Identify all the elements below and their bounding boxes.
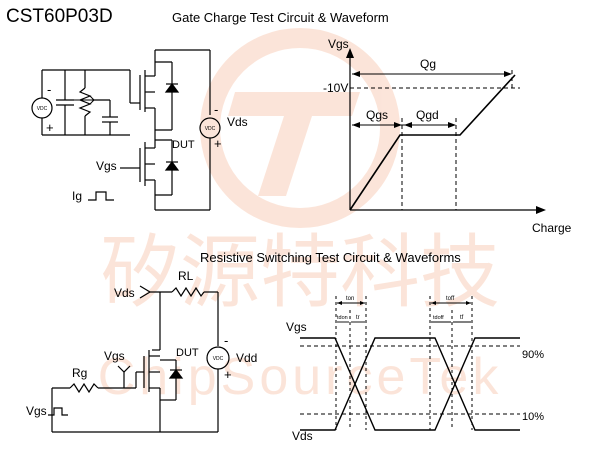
ig-label: Ig — [72, 189, 82, 203]
watermark: 矽源特科技 ChipSourceTek — [98, 28, 503, 406]
vdd-plus: + — [224, 367, 232, 382]
axis-label-charge: Charge — [532, 221, 572, 235]
sw-vgs-label: Vgs — [104, 349, 125, 363]
gate-charge-title: Gate Charge Test Circuit & Waveform — [172, 10, 389, 25]
switching-title: Resistive Switching Test Circuit & Wavef… — [200, 250, 461, 265]
vdc-symbol-left: VDC — [37, 106, 48, 112]
vdc-symbol-right: VDC — [205, 126, 216, 132]
wf-vgs-label: Vgs — [286, 320, 307, 334]
vdc-minus-right: - — [214, 102, 218, 117]
ton-label: ton — [346, 296, 354, 302]
gate-charge-circuit — [31, 49, 221, 211]
vds-waveform — [300, 337, 520, 431]
switching-circuit — [48, 285, 230, 433]
qgs-label: Qgs — [366, 108, 388, 122]
tr-label: tr — [356, 315, 360, 321]
tf-label: tf — [460, 315, 464, 321]
rl-label: RL — [178, 269, 194, 283]
label-90pct: 90% — [522, 349, 544, 361]
switching-waveform — [300, 296, 520, 431]
switching-circuit-labels: Vds RL Vgs DUT Rg Vdd Vgs VDC - + — [26, 269, 257, 418]
sw-dut-label: DUT — [176, 347, 199, 359]
tdoff-label: tdoff — [433, 315, 444, 321]
watermark-en: ChipSourceTek — [98, 348, 503, 406]
wf-vds-label: Vds — [292, 429, 313, 443]
rg-label: Rg — [72, 366, 87, 380]
tdon-label: tdon — [337, 315, 348, 321]
label-10pct: 10% — [522, 411, 544, 423]
sw-vds-label: Vds — [114, 286, 135, 300]
rg-resistor — [69, 382, 99, 394]
vdc-minus-left: - — [47, 82, 51, 97]
vgs-waveform — [300, 337, 520, 431]
level-label-10v: -10V — [323, 81, 348, 95]
axis-label-vgs: Vgs — [328, 37, 349, 51]
vdd-label: Vdd — [236, 351, 257, 365]
part-number: CST60P03D — [6, 6, 113, 27]
qg-label: Qg — [420, 57, 436, 71]
vdc-plus-right: + — [214, 136, 222, 151]
toff-label: toff — [446, 296, 455, 302]
vdd-symbol: VDC — [213, 356, 224, 362]
vgs-label: Vgs — [96, 159, 117, 173]
gate-charge-waveform — [346, 48, 546, 214]
vds-label: Vds — [227, 115, 248, 129]
watermark-logo — [200, 28, 400, 228]
vgs-curve — [349, 74, 516, 211]
rl-resistor — [171, 286, 205, 298]
qgd-label: Qgd — [416, 108, 439, 122]
vdc-plus-left: + — [46, 120, 54, 135]
gate-charge-waveform-labels: Vgs Charge -10V Qg Qgs Qgd — [323, 37, 572, 235]
switching-waveform-labels: Vgs Vds 90% 10% ton toff tdon tr tdoff t… — [286, 296, 544, 443]
gate-charge-circuit-labels: VDC - + VDC - + Vds DUT Vgs Ig — [37, 82, 248, 203]
vdd-minus: - — [224, 333, 228, 348]
dut-label: DUT — [172, 139, 195, 151]
vgs-pulse-label: Vgs — [26, 404, 47, 418]
